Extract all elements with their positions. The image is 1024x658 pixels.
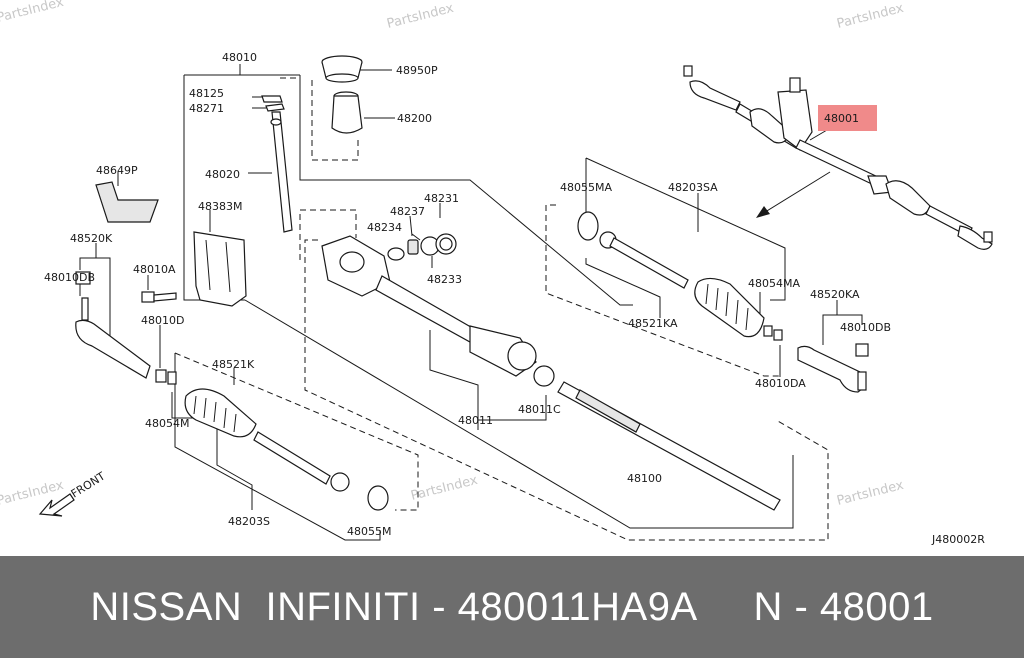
label-48520KA[interactable]: 48520KA xyxy=(810,288,860,301)
label-48521K[interactable]: 48521K xyxy=(212,358,255,371)
label-48054M[interactable]: 48054M xyxy=(145,417,189,430)
part-48383M-drawing[interactable] xyxy=(193,231,247,307)
label-48520K[interactable]: 48520K xyxy=(70,232,113,245)
label-48521KA[interactable]: 48521KA xyxy=(628,317,678,330)
label-48010A[interactable]: 48010A xyxy=(133,263,176,276)
part-48521KA-inner-tie-rod[interactable] xyxy=(599,231,689,289)
label-48100[interactable]: 48100 xyxy=(627,472,662,485)
part-48054MA-boot[interactable] xyxy=(694,277,765,338)
label-48233[interactable]: 48233 xyxy=(427,273,462,286)
part-48200-drawing[interactable] xyxy=(331,91,363,134)
front-label: FRONT xyxy=(69,469,108,500)
part-48010A-bolt[interactable] xyxy=(141,291,177,303)
part-48233-drawing[interactable] xyxy=(435,233,457,255)
label-48010DB-right[interactable]: 48010DB xyxy=(840,321,891,334)
label-48001[interactable]: 48001 xyxy=(824,112,859,125)
part-48521K-inner-tie-rod[interactable] xyxy=(253,431,350,492)
label-48950P[interactable]: 48950P xyxy=(396,64,438,77)
part-48001-assembly-drawing[interactable] xyxy=(683,65,993,250)
label-48011C[interactable]: 48011C xyxy=(518,403,561,416)
part-48055M-clamp[interactable] xyxy=(367,485,389,511)
front-arrow-icon xyxy=(38,493,75,517)
label-48203SA[interactable]: 48203SA xyxy=(668,181,718,194)
part-48950P-drawing[interactable] xyxy=(321,55,363,83)
part-48237-drawing[interactable] xyxy=(407,239,419,255)
caption-bar: NISSAN INFINITI - 480011HA9A N - 48001 xyxy=(0,556,1024,658)
label-48234[interactable]: 48234 xyxy=(367,221,402,234)
part-48011C-drawing[interactable] xyxy=(533,365,555,387)
part-48010DA-nut[interactable] xyxy=(763,325,783,341)
part-48010D-nut[interactable] xyxy=(155,369,177,385)
watermark: PartsIndex xyxy=(0,0,65,26)
parts-diagram: PartsIndex PartsIndex PartsIndex PartsIn… xyxy=(0,0,993,546)
label-48010D[interactable]: 48010D xyxy=(141,314,184,327)
label-48383M[interactable]: 48383M xyxy=(198,200,242,213)
watermark: PartsIndex xyxy=(835,1,905,32)
diagram-canvas: PartsIndex PartsIndex PartsIndex PartsIn… xyxy=(0,0,993,546)
part-48234-drawing[interactable] xyxy=(387,247,405,261)
diagram-code: J480002R xyxy=(931,533,985,546)
label-48125[interactable]: 48125 xyxy=(189,87,224,100)
part-48054M-boot[interactable] xyxy=(184,388,257,438)
label-48200[interactable]: 48200 xyxy=(397,112,432,125)
part-48125-drawing[interactable] xyxy=(261,95,285,112)
label-48649P[interactable]: 48649P xyxy=(96,164,138,177)
leader-lines xyxy=(79,64,863,541)
label-48055MA[interactable]: 48055MA xyxy=(560,181,612,194)
direction-arrow-icon xyxy=(756,171,831,218)
label-48237[interactable]: 48237 xyxy=(390,205,425,218)
label-48010[interactable]: 48010 xyxy=(222,51,257,64)
part-caption: NISSAN INFINITI - 480011HA9A N - 48001 xyxy=(90,584,934,629)
highlight-48001 xyxy=(818,105,877,131)
part-48100-rack[interactable] xyxy=(557,381,781,511)
label-48054MA[interactable]: 48054MA xyxy=(748,277,800,290)
part-48055MA-clamp[interactable] xyxy=(577,211,599,241)
part-48649P-drawing[interactable] xyxy=(95,181,159,223)
label-48010DA[interactable]: 48010DA xyxy=(755,377,806,390)
watermark: PartsIndex xyxy=(835,478,905,509)
label-48020[interactable]: 48020 xyxy=(205,168,240,181)
label-48011[interactable]: 48011 xyxy=(458,414,493,427)
watermark: PartsIndex xyxy=(409,473,479,504)
label-48055M[interactable]: 48055M xyxy=(347,525,391,538)
part-48020-drawing[interactable] xyxy=(270,111,293,233)
label-48231[interactable]: 48231 xyxy=(424,192,459,205)
label-48010DB-left[interactable]: 48010DB xyxy=(44,271,95,284)
label-48203S[interactable]: 48203S xyxy=(228,515,270,528)
watermark: PartsIndex xyxy=(385,1,455,32)
label-48271[interactable]: 48271 xyxy=(189,102,224,115)
part-48520K-tie-rod-end[interactable] xyxy=(75,271,151,379)
part-48520KA-tie-rod-end[interactable] xyxy=(797,343,869,393)
part-48010-housing[interactable] xyxy=(321,235,537,377)
